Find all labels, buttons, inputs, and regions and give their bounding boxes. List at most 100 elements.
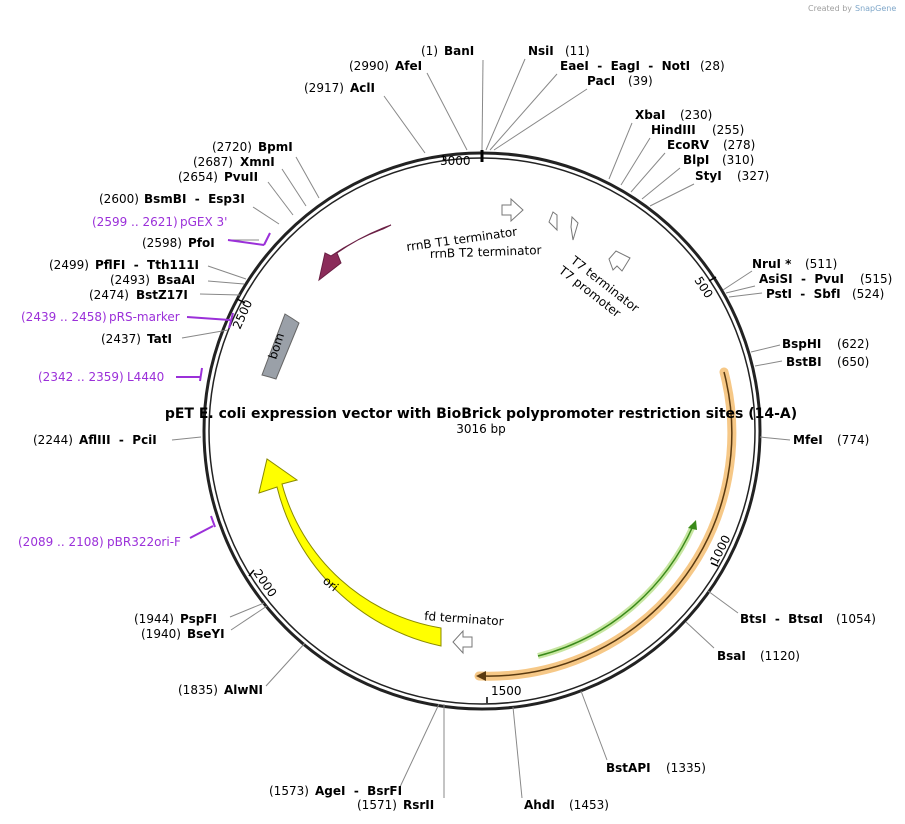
site-pos: (1835) bbox=[178, 683, 218, 697]
site-bstapi[interactable]: BstAPI bbox=[606, 761, 651, 775]
site-pos: (515) bbox=[860, 272, 892, 286]
site-xbai[interactable]: XbaI bbox=[635, 108, 665, 122]
site-paci[interactable]: PacI bbox=[587, 74, 615, 88]
site-pos: (2493) bbox=[110, 273, 150, 287]
tick-mark bbox=[442, 154, 445, 161]
site-styi[interactable]: StyI bbox=[695, 169, 722, 183]
tick-label-3000: 3000 bbox=[440, 154, 471, 168]
site-pfoi[interactable]: PfoI bbox=[188, 236, 215, 250]
primer-marks bbox=[176, 232, 271, 539]
t7-terminator-icon[interactable] bbox=[570, 215, 579, 241]
site-psti-sbfi[interactable]: PstI - SbfI bbox=[766, 287, 841, 301]
bom-feature[interactable] bbox=[261, 313, 300, 380]
tick-label-1500: 1500 bbox=[491, 684, 522, 698]
site-ecorv[interactable]: EcoRV bbox=[667, 138, 710, 152]
site-pos: (524) bbox=[852, 287, 884, 301]
green-arrowhead bbox=[688, 520, 697, 530]
tick-mark bbox=[708, 276, 717, 282]
rrnb-t2-terminator-icon[interactable] bbox=[548, 211, 558, 232]
site-pos: (774) bbox=[837, 433, 869, 447]
snapgene-logo-text: SnapGene bbox=[855, 4, 896, 13]
site-pos: (1) bbox=[421, 44, 438, 58]
site-pos: (2687) bbox=[193, 155, 233, 169]
site-acli[interactable]: AclI bbox=[350, 81, 375, 95]
rrnb-t2-label: rrnB T2 terminator bbox=[430, 243, 542, 261]
tick-mark bbox=[710, 562, 719, 567]
site-bpmi[interactable]: BpmI bbox=[258, 140, 293, 154]
site-alwni[interactable]: AlwNI bbox=[224, 683, 263, 697]
site-afliii-pcii[interactable]: AflIII - PciI bbox=[79, 433, 157, 447]
site-pos: (622) bbox=[837, 337, 869, 351]
site-bsmbi-esp3i[interactable]: BsmBI - Esp3I bbox=[144, 192, 245, 206]
site-tati[interactable]: TatI bbox=[147, 332, 172, 346]
site-bstbi[interactable]: BstBI bbox=[786, 355, 822, 369]
site-blpi[interactable]: BlpI bbox=[683, 153, 709, 167]
tick-label-500: 500 bbox=[691, 274, 715, 301]
site-ahdi[interactable]: AhdI bbox=[524, 798, 555, 812]
site-pos: (2654) bbox=[178, 170, 218, 184]
site-pspfi[interactable]: PspFI bbox=[180, 612, 217, 626]
site-pos: (1335) bbox=[666, 761, 706, 775]
site-pos: (1054) bbox=[836, 612, 876, 626]
site-bstz17i[interactable]: BstZ17I bbox=[136, 288, 188, 302]
site-pos: (2720) bbox=[212, 140, 252, 154]
site-mfei[interactable]: MfeI bbox=[793, 433, 823, 447]
site-xmni[interactable]: XmnI bbox=[240, 155, 275, 169]
ori-feature[interactable] bbox=[258, 458, 442, 647]
site-bsaai[interactable]: BsaAI bbox=[157, 273, 195, 287]
site-nrui[interactable]: NruI * bbox=[752, 257, 792, 271]
site-pos: (2474) bbox=[89, 288, 129, 302]
orange-arrowhead bbox=[476, 671, 486, 681]
primer-l4440[interactable]: L4440 bbox=[127, 370, 164, 384]
site-btsi[interactable]: BtsI - BtsαI bbox=[740, 612, 823, 626]
tick-mark bbox=[236, 298, 246, 304]
site-nsii[interactable]: NsiI bbox=[528, 44, 554, 58]
site-bseyi[interactable]: BseYI bbox=[187, 627, 225, 641]
site-pos: (1453) bbox=[569, 798, 609, 812]
fd-terminator-icon[interactable] bbox=[452, 629, 473, 655]
site-pos: (327) bbox=[737, 169, 769, 183]
primer-pgex-range: (2599 .. 2621) bbox=[92, 215, 178, 229]
primer-pbr322-range: (2089 .. 2108) bbox=[18, 535, 104, 549]
site-afei[interactable]: AfeI bbox=[395, 59, 422, 73]
site-pos: (1944) bbox=[134, 612, 174, 626]
site-agei-bsrfi[interactable]: AgeI - BsrFI bbox=[315, 784, 402, 798]
primer-prs-range: (2439 .. 2458) bbox=[21, 310, 107, 324]
site-hindiii[interactable]: HindIII bbox=[651, 123, 696, 137]
leader-lines bbox=[171, 58, 791, 799]
site-pos: (2990) bbox=[349, 59, 389, 73]
rop-label: rop bbox=[343, 239, 367, 261]
site-pflfi-tth111i[interactable]: PflFI - Tth111I bbox=[95, 258, 199, 272]
site-eaei-eagi-noti[interactable]: EaeI - EagI - NotI bbox=[560, 59, 690, 73]
site-pvuii[interactable]: PvuII bbox=[224, 170, 258, 184]
rrnb-t1-terminator-icon[interactable] bbox=[501, 197, 524, 223]
t7-promoter-icon[interactable] bbox=[608, 250, 631, 272]
site-pos: (230) bbox=[680, 108, 712, 122]
site-pos: (2600) bbox=[99, 192, 139, 206]
site-pos: (2244) bbox=[33, 433, 73, 447]
primer-pgex3[interactable]: pGEX 3' bbox=[180, 215, 227, 229]
tick-mark bbox=[248, 569, 255, 577]
site-bani[interactable]: BanI bbox=[444, 44, 474, 58]
site-pos: (1573) bbox=[269, 784, 309, 798]
site-pos: (2499) bbox=[49, 258, 89, 272]
site-pos: (278) bbox=[723, 138, 755, 152]
site-bsai[interactable]: BsaI bbox=[717, 649, 746, 663]
site-pos: (11) bbox=[565, 44, 590, 58]
site-rsrii[interactable]: RsrII bbox=[403, 798, 434, 812]
site-pos: (39) bbox=[628, 74, 653, 88]
site-pos: (310) bbox=[722, 153, 754, 167]
credit-text: Created by bbox=[808, 4, 852, 13]
plasmid-title: pET E. coli expression vector with BioBr… bbox=[165, 406, 797, 422]
orange-feature-arrow[interactable] bbox=[482, 371, 733, 677]
primer-pbr322ori-f[interactable]: pBR322ori-F bbox=[107, 535, 181, 549]
green-feature-arrow[interactable] bbox=[537, 525, 694, 657]
site-asisi-pvui[interactable]: AsiSI - PvuI bbox=[759, 272, 844, 286]
site-pos: (1120) bbox=[760, 649, 800, 663]
site-bsphi[interactable]: BspHI bbox=[782, 337, 821, 351]
rop-feature[interactable] bbox=[318, 224, 392, 282]
site-pos: (2917) bbox=[304, 81, 344, 95]
primer-prs-marker[interactable]: pRS-marker bbox=[109, 310, 180, 324]
